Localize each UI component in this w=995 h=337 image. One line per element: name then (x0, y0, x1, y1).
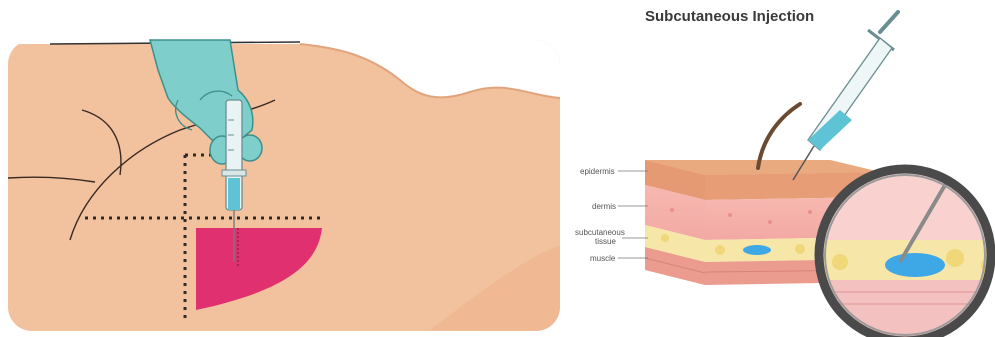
injected-fluid (743, 245, 771, 255)
layer-labels: epidermis dermis subcutaneous tissue mus… (575, 167, 648, 263)
label-muscle: muscle (590, 254, 616, 263)
label-dermis: dermis (592, 202, 616, 211)
magnifier-icon (815, 165, 995, 337)
diagram-syringe-icon (793, 12, 898, 180)
diagram-title: Subcutaneous Injection (645, 8, 814, 25)
abdomen-panel (8, 40, 560, 331)
label-subcutaneous-line2: tissue (595, 237, 616, 246)
label-epidermis: epidermis (580, 167, 615, 176)
label-subcutaneous-line1: subcutaneous (575, 228, 625, 237)
